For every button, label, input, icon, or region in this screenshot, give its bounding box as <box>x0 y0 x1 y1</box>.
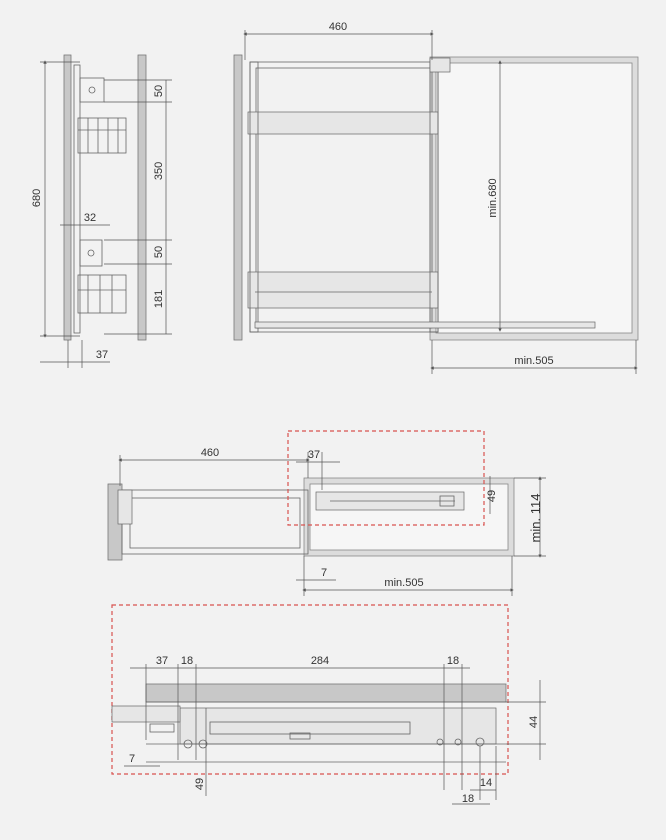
front-view: 460 min.680 min.505 <box>233 21 639 374</box>
side-seg2-label: 350 <box>153 162 165 180</box>
side-view: 680 50 350 50 181 32 37 <box>31 54 172 368</box>
top-d7-label: 7 <box>321 567 327 579</box>
side-height-label: 680 <box>31 189 43 207</box>
side-dimensions: 680 50 350 50 181 32 37 <box>31 60 172 368</box>
detail-dimensions: 37 18 284 18 44 7 49 14 18 <box>124 655 546 805</box>
side-seg4-label: 181 <box>153 290 165 308</box>
side-basket-upper <box>77 117 127 154</box>
front-height-label: min.680 <box>487 178 499 217</box>
front-bottom-runner <box>254 321 596 329</box>
detail-d49-label: 49 <box>194 778 206 790</box>
side-seg1-label: 50 <box>153 85 165 97</box>
front-dimensions: 460 min.680 min.505 <box>243 21 638 374</box>
top-d49-label: 49 <box>486 490 498 502</box>
front-depth-label: min.505 <box>514 355 553 367</box>
detail-d18a-label: 18 <box>181 655 193 667</box>
detail-d18c-label: 18 <box>462 793 474 805</box>
front-top-runner <box>429 57 451 73</box>
top-detail-marker <box>287 430 485 526</box>
top-basket <box>117 489 309 555</box>
top-depth-label: min.505 <box>384 577 423 589</box>
detail-cabinet-panel <box>145 683 507 703</box>
detail-view: 37 18 284 18 44 7 49 14 18 <box>111 604 546 805</box>
detail-d284-label: 284 <box>311 655 329 667</box>
front-basket-frame <box>247 61 439 333</box>
top-d37-label: 37 <box>308 449 320 461</box>
detail-d44-label: 44 <box>528 716 540 728</box>
side-bracket-top <box>79 77 105 103</box>
detail-d7-label: 7 <box>129 753 135 765</box>
detail-d18b-label: 18 <box>447 655 459 667</box>
side-basket-lower <box>77 274 127 314</box>
top-width-label: 460 <box>201 447 219 459</box>
side-bracket-middle <box>79 239 103 267</box>
side-offset32-label: 32 <box>84 212 96 224</box>
top-height-label: min. 114 <box>528 494 543 543</box>
side-upright <box>73 64 81 334</box>
top-view: 460 37 49 min. 114 7 min.505 <box>107 430 546 596</box>
detail-frame <box>111 604 509 775</box>
side-offset37-label: 37 <box>96 349 108 361</box>
detail-runner <box>179 707 497 745</box>
top-dimensions: 460 37 49 min. 114 7 min.505 <box>118 447 546 596</box>
side-panel-right <box>137 54 147 341</box>
side-seg3-label: 50 <box>153 246 165 258</box>
detail-d37-label: 37 <box>156 655 168 667</box>
detail-d14-label: 14 <box>480 777 492 789</box>
front-cabinet-left <box>233 54 243 341</box>
side-panel-left <box>63 54 72 341</box>
front-width-label: 460 <box>329 21 347 33</box>
